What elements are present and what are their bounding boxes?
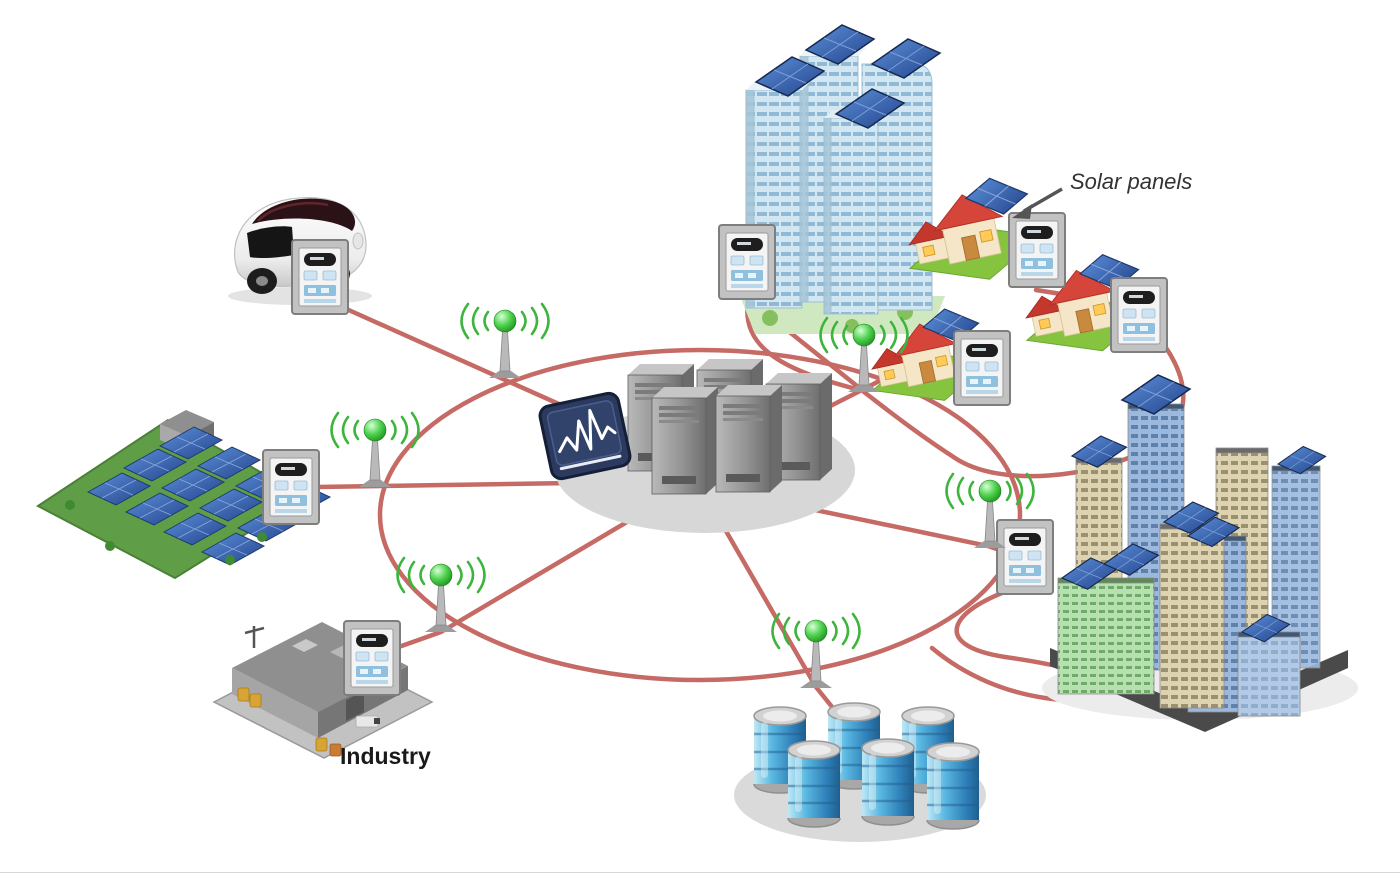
solar-panels-callout: Solar panels <box>1012 169 1192 219</box>
smart-meter-city <box>996 519 1054 595</box>
city-buildings-icon <box>1042 374 1358 732</box>
server-cluster-icon <box>627 358 833 495</box>
smart-meter-solar-farm <box>262 449 320 525</box>
page-bottom-rule <box>0 872 1400 873</box>
smart-meter-towers <box>718 224 776 300</box>
battery-bank-icon <box>734 701 986 842</box>
control-center <box>538 358 855 533</box>
smart-meter-house-a <box>1008 212 1066 288</box>
factory-barrels <box>237 687 342 757</box>
wireless-antenna-icon <box>396 556 486 634</box>
network-ring <box>377 347 1023 683</box>
smart-meter-house-b <box>1110 277 1168 353</box>
labels: Solar panels Industry <box>340 169 1192 769</box>
wireless-antenna-icon <box>771 612 861 690</box>
smart-meter-car <box>291 239 349 315</box>
solar-farm-icon <box>36 410 331 580</box>
waveform-monitor-icon <box>538 391 632 481</box>
smart-meter-house-c <box>953 330 1011 406</box>
solar-panels-label: Solar panels <box>1070 169 1192 194</box>
industry-label: Industry <box>340 743 431 769</box>
smart-meter-industry <box>343 620 401 696</box>
